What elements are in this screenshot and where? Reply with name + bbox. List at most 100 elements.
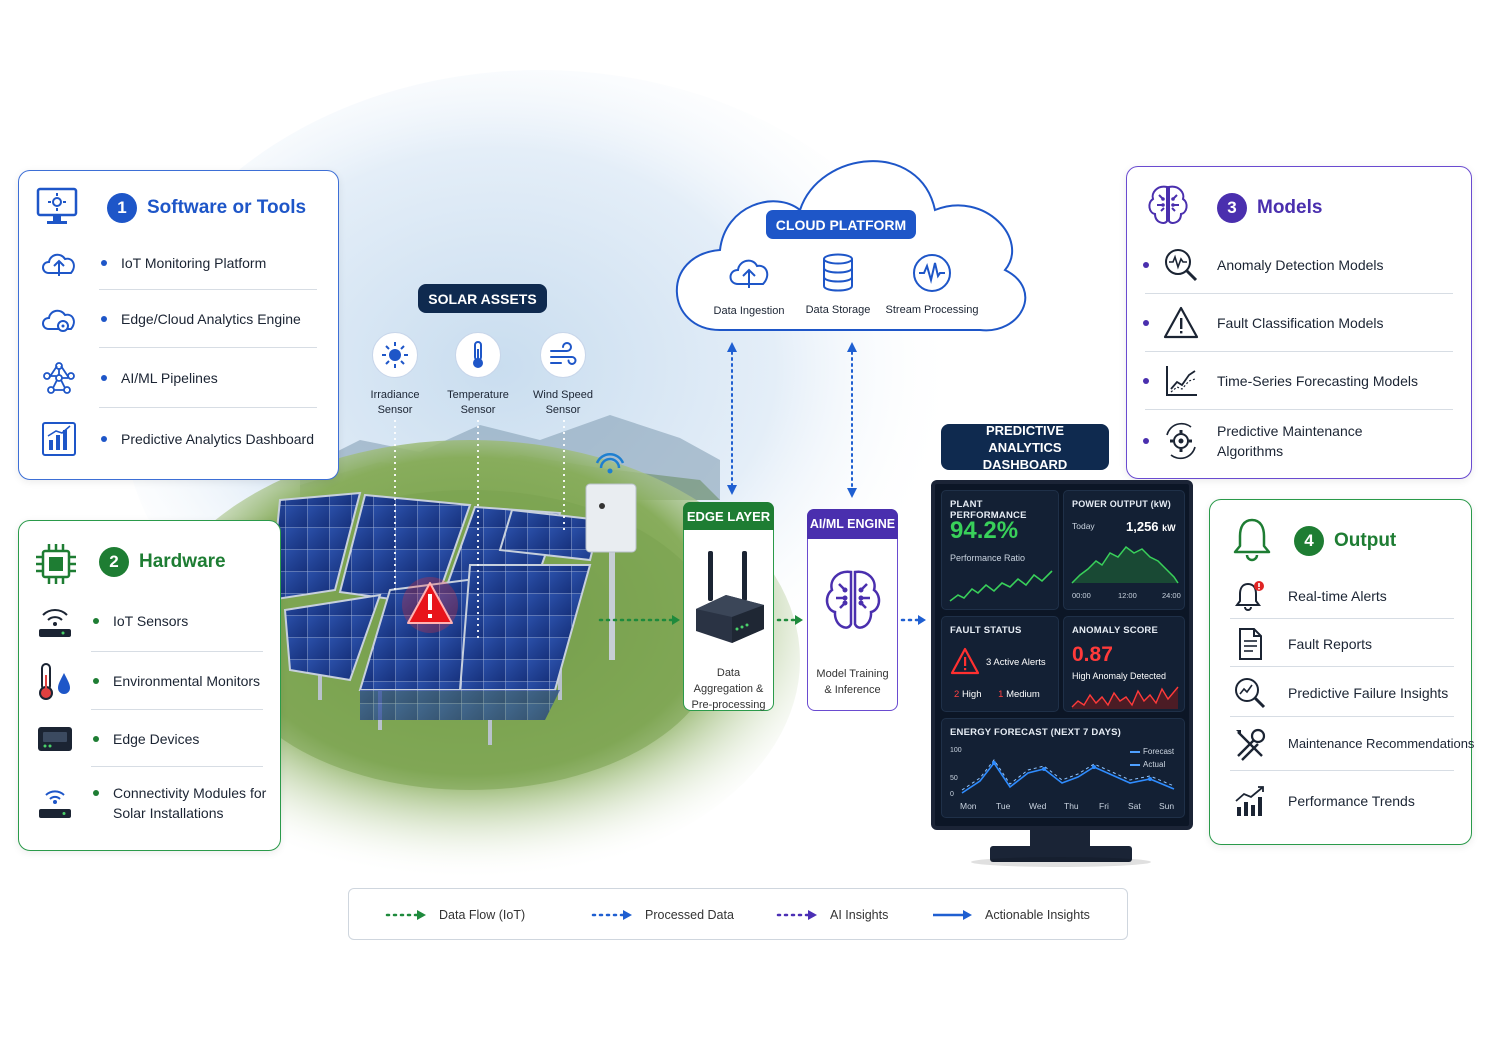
cloud-item-label: Data Storage	[805, 304, 871, 316]
irradiance-sensor: Irradiance Sensor	[347, 332, 443, 418]
high-label: High	[961, 689, 982, 700]
y-tick: 0	[950, 791, 954, 798]
legend-item: Data Flow (IoT)	[385, 889, 525, 941]
wifi-sensor-icon	[35, 601, 75, 641]
legend-item: Processed Data	[591, 889, 734, 941]
step-number: 2	[99, 547, 129, 577]
tile-title: ANOMALY SCORE	[1072, 625, 1159, 636]
medium-label: Medium	[1006, 689, 1040, 700]
router-device-icon	[690, 543, 768, 652]
waveform-icon	[882, 252, 982, 299]
list-item: Fault Reports	[1230, 624, 1372, 664]
power-unit: kW	[1162, 523, 1176, 533]
list-item: Fault Classification Models	[1143, 303, 1384, 343]
database-icon	[796, 252, 880, 299]
tile-title: FAULT STATUS	[950, 625, 1022, 636]
anomaly-score-tile: ANOMALY SCORE 0.87 High Anomaly Detected	[1063, 616, 1185, 712]
fault-warning-icon	[950, 647, 980, 675]
cloud-item-ingestion: Data Ingestion	[706, 252, 792, 317]
edge-layer-box: EDGE LAYER Data Aggregation & Pre-proces…	[683, 502, 774, 711]
thermometer-icon	[455, 332, 501, 378]
anomaly-sparkline	[1071, 686, 1179, 709]
day-tick: Sat	[1128, 801, 1141, 811]
edge-device-icon	[35, 719, 75, 759]
flow-legend: Data Flow (IoT) Processed Data AI Insigh…	[348, 888, 1128, 940]
day-tick: Wed	[1029, 801, 1047, 811]
power-output-tile: POWER OUTPUT (kW) Today 1,256 kW 00:00 1…	[1063, 490, 1185, 610]
step-number: 1	[107, 193, 137, 223]
cloud-item-stream: Stream Processing	[882, 252, 982, 316]
sensor-label: Irradiance Sensor	[370, 389, 420, 416]
bar-chart-icon	[39, 419, 79, 459]
y-tick: 50	[950, 775, 958, 782]
legend-label: Processed Data	[645, 908, 734, 922]
gear-arrows-icon	[1161, 421, 1201, 461]
card-title: Output	[1334, 530, 1397, 551]
actual-swatch	[1130, 763, 1140, 766]
active-alerts: 3 Active Alerts	[986, 657, 1046, 668]
legend-forecast: Forecast	[1130, 745, 1174, 758]
cloud-item-label: Stream Processing	[885, 304, 979, 316]
medium-count: 1	[998, 689, 1004, 700]
panel-alert-icon	[402, 577, 458, 633]
tile-title: PLANT PERFORMANCE	[950, 499, 1027, 521]
router-icon	[35, 783, 75, 823]
plant-performance-tile: PLANT PERFORMANCE 94.2% Performance Rati…	[941, 490, 1059, 610]
fault-status-tile: FAULT STATUS 3 Active Alerts 2 High 1 Me…	[941, 616, 1059, 712]
list-item: Anomaly Detection Models	[1143, 245, 1384, 285]
list-item: Maintenance Recommendations	[1230, 724, 1474, 764]
output-card: 4 Output Real-time Alerts Fault Reports …	[1209, 499, 1474, 845]
item-label: Edge/Cloud Analytics Engine	[121, 311, 301, 327]
item-label: Fault Reports	[1288, 636, 1373, 652]
item-label: Maintenance Recommendations	[1288, 736, 1475, 751]
software-card: 1 Software or Tools IoT Monitoring Platf…	[18, 170, 339, 480]
card-title: Software or Tools	[147, 197, 307, 218]
hardware-card: 2 Hardware IoT Sensors Environmental Mon…	[18, 520, 281, 851]
power-area-chart	[1071, 545, 1179, 584]
item-label: Real-time Alerts	[1288, 588, 1387, 604]
power-tick: 12:00	[1118, 591, 1137, 600]
list-item: AI/ML Pipelines	[39, 358, 218, 398]
magnifier-chart-icon	[1230, 673, 1270, 713]
edge-caption: Data Aggregation & Pre-processing	[691, 667, 766, 711]
forecast-legend: Forecast Actual	[1130, 745, 1174, 771]
list-item: Real-time Alerts	[1230, 576, 1387, 616]
power-tick: 00:00	[1072, 591, 1091, 600]
trend-bars-icon	[1230, 781, 1270, 821]
day-tick: Tue	[996, 801, 1011, 811]
item-label: Fault Classification Models	[1217, 315, 1384, 331]
cloud-platform-label: CLOUD PLATFORM	[766, 210, 916, 239]
magnifier-pulse-icon	[1161, 245, 1201, 285]
anomaly-sub: High Anomaly Detected	[1072, 671, 1167, 681]
list-item: Predictive Maintenance Algorithms	[1143, 421, 1377, 461]
item-label: Predictive Analytics Dashboard	[121, 431, 314, 447]
day-tick: Thu	[1064, 801, 1079, 811]
report-icon	[1230, 624, 1270, 664]
dashboard-monitor: PLANT PERFORMANCE 94.2% Performance Rati…	[931, 480, 1193, 830]
dotted-arrow-icon	[776, 910, 817, 920]
list-item: IoT Sensors	[35, 601, 188, 641]
cloud-shape	[675, 160, 1027, 332]
fault-breakdown: 2 High 1 Medium	[954, 689, 1040, 700]
network-icon	[39, 358, 79, 398]
step-number: 4	[1294, 526, 1324, 556]
dashboard-label: PREDICTIVE ANALYTICS DASHBOARD	[941, 423, 1109, 472]
thermometer-drop-icon	[35, 661, 75, 701]
legend-actual-label: Actual	[1143, 760, 1166, 769]
cloud-upload-icon	[39, 243, 79, 283]
item-label: Environmental Monitors	[113, 673, 261, 689]
legend-forecast-label: Forecast	[1143, 747, 1175, 756]
card-title: Models	[1257, 197, 1323, 218]
card-title: Hardware	[139, 551, 226, 572]
forecast-line-chart	[961, 759, 1175, 794]
tile-title: POWER OUTPUT (kW)	[1072, 499, 1171, 509]
power-today: Today	[1072, 521, 1095, 531]
energy-forecast-tile: ENERGY FORECAST (NEXT 7 DAYS) Forecast A…	[941, 718, 1185, 818]
temperature-sensor: Temperature Sensor	[430, 332, 526, 418]
list-item: Time-Series Forecasting Models	[1143, 361, 1418, 401]
line-trend-icon	[1161, 361, 1201, 401]
brain-icon	[820, 566, 886, 645]
item-label: Connectivity Modules for Solar Installat…	[113, 785, 267, 821]
sensor-label: Temperature Sensor	[447, 389, 509, 416]
power-tick: 24:00	[1162, 591, 1181, 600]
